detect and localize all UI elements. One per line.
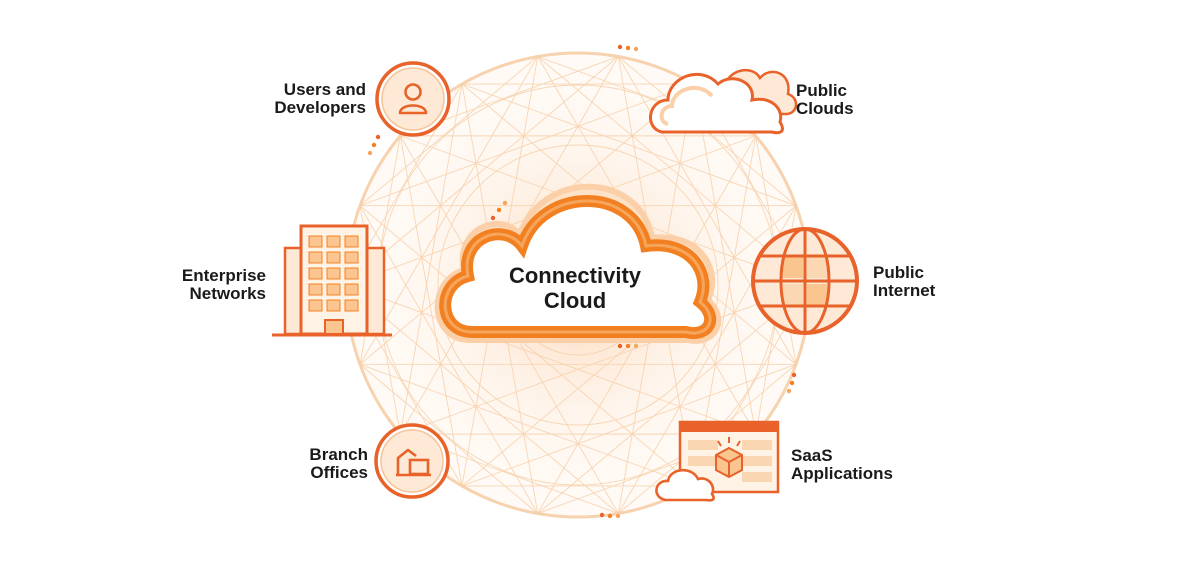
user-icon [375, 61, 451, 137]
branch-office-icon [374, 423, 450, 499]
connector-dots [367, 44, 797, 519]
clouds-icon [649, 68, 798, 135]
center-title: Connectivity Cloud [470, 263, 680, 313]
center-title-line2: Cloud [543, 288, 607, 313]
building-icon [272, 224, 392, 337]
center-title-line1: Connectivity [508, 263, 642, 288]
connectivity-cloud-icon [434, 183, 722, 344]
saas-window-icon [655, 420, 780, 502]
globe-icon [751, 227, 859, 335]
